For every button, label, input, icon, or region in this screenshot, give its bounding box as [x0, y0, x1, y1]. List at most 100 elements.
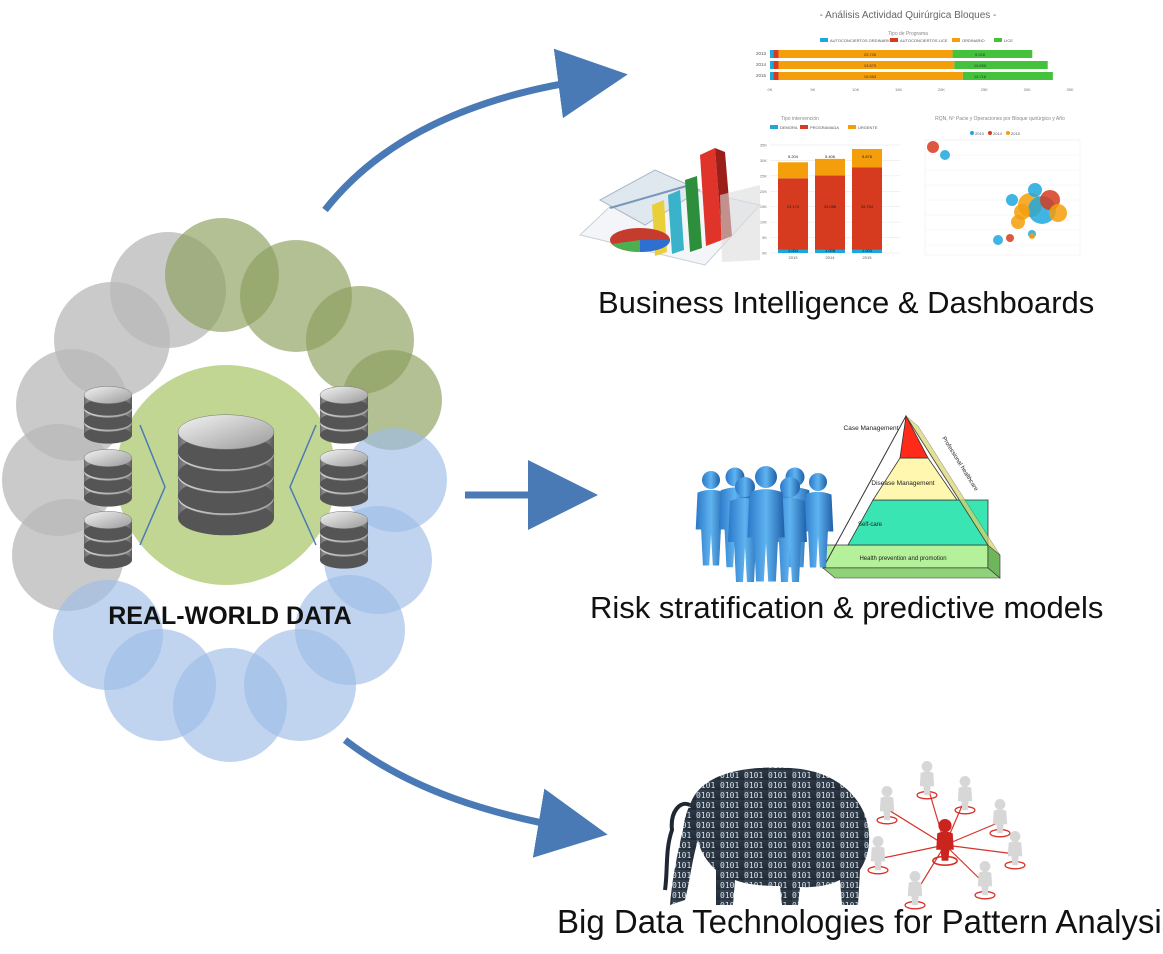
bar-value-label: 14.718	[974, 74, 987, 79]
chart-collage-icon	[578, 148, 761, 266]
bar-tick-label: 0K	[768, 87, 773, 92]
bar-tick-label: 20K	[938, 87, 945, 92]
legend-label: AUTOCONCIERTOS ORDINARIO	[830, 38, 891, 43]
column-segment	[778, 162, 808, 179]
bar-tick-label: 30K	[1024, 87, 1031, 92]
bar-segment	[778, 72, 963, 80]
elephant-icon	[663, 767, 870, 905]
column-tick-label: 15K	[760, 204, 767, 209]
column-segment	[852, 249, 882, 253]
column-tick-label: 20K	[760, 189, 767, 194]
person-node	[904, 871, 926, 910]
column-tick-label: 5K	[762, 235, 767, 240]
dashboard-thumbnail: - Análisis Actividad Quirúrgica Bloques …	[756, 10, 1081, 260]
person-node	[1004, 831, 1026, 870]
people-network-icon	[867, 761, 1026, 910]
arrow-to-bi	[322, 48, 628, 213]
column-tick-label: 10K	[760, 220, 767, 225]
column-segment	[778, 249, 808, 253]
bar-legend-title: Tipo de Programa	[888, 31, 928, 37]
legend-label: URGENTE	[858, 125, 878, 130]
column-value-label: 1.008	[825, 248, 836, 253]
column-value-label: 1.004	[788, 248, 799, 253]
bubble-mark	[1006, 194, 1018, 206]
bar-segment	[954, 61, 1048, 69]
column-segment	[852, 149, 882, 168]
bubble-mark	[1011, 215, 1025, 229]
bubble-legend-label: 2015	[1011, 131, 1021, 136]
person-node	[916, 761, 938, 800]
person-figure	[695, 471, 727, 566]
stacked-column-chart: 0K5K10K15K20K25K30K35K1.00423.1745.20420…	[760, 143, 900, 260]
person-node	[876, 786, 898, 825]
column-year-label: 2014	[826, 255, 836, 260]
person-node	[867, 836, 889, 875]
bubble-mark	[1006, 234, 1014, 242]
legend-swatch	[800, 125, 808, 129]
bubble-legend-dot	[970, 131, 974, 135]
bubble-mark	[1049, 204, 1067, 222]
hub-person	[932, 819, 958, 867]
bar-year-label: 2013	[756, 51, 767, 56]
bar-tick-label: 15K	[895, 87, 902, 92]
risk-pyramid-icon: Case Management Disease Management Self-…	[822, 414, 1001, 579]
column-value-label: 5.878	[862, 154, 873, 159]
bubble-mark	[993, 235, 1003, 245]
column-segment	[815, 175, 845, 250]
bubble-legend-dot	[988, 131, 992, 135]
bar-segment	[778, 50, 953, 58]
bar-legend: AUTOCONCIERTOS ORDINARIO AUTOCONCIERTOS L…	[820, 38, 1013, 43]
bar-value-label: 23.726	[864, 52, 877, 57]
cloud-ring	[2, 218, 447, 762]
database-icon	[177, 414, 275, 536]
database-icon	[83, 386, 133, 444]
bar-segment	[952, 50, 1033, 58]
real-world-data-label: REAL-WORLD DATA	[108, 602, 352, 630]
column-segment	[778, 178, 808, 250]
bar-tick-label: 5K	[810, 87, 815, 92]
column-tick-label: 35K	[760, 143, 767, 148]
legend-label: LICE	[1004, 38, 1013, 43]
bar-value-label: 9.228	[975, 52, 986, 57]
bar-value-label: 10.895	[974, 63, 987, 68]
bar-segment	[770, 72, 774, 80]
column-value-label: 26.754	[861, 204, 874, 209]
tier-disease-management: Disease Management	[871, 480, 934, 487]
bar-year-label: 2014	[756, 62, 767, 67]
connector-lines	[139, 424, 317, 546]
legend-swatch	[890, 38, 898, 42]
database-group	[83, 386, 369, 569]
database-icon	[319, 511, 369, 569]
tier-health-prevention: Health prevention and promotion	[859, 556, 946, 562]
column-year-label: 2015	[863, 255, 873, 260]
column-segment	[815, 158, 845, 176]
bar-segment	[770, 50, 774, 58]
bi-dashboards-caption: Business Intelligence & Dashboards	[598, 285, 1095, 320]
legend-swatch	[770, 125, 778, 129]
column-value-label: 5.204	[788, 154, 799, 159]
column-segment	[815, 249, 845, 253]
bar-segment	[773, 50, 779, 58]
bar-year-label: 2015	[756, 73, 767, 78]
person-node	[974, 861, 996, 900]
column-tick-label: 30K	[760, 158, 767, 163]
database-icon	[83, 449, 133, 507]
bar-segment	[770, 61, 774, 69]
legend-swatch	[952, 38, 960, 42]
column-value-label: 5.406	[825, 154, 836, 159]
column-value-label: 24.086	[824, 204, 837, 209]
bar-tick-label: 25K	[981, 87, 988, 92]
people-group-icon	[695, 466, 834, 582]
bubble-mark	[1029, 233, 1035, 239]
person-node	[954, 776, 976, 815]
column-value-label: 23.174	[787, 204, 800, 209]
database-icon	[319, 386, 369, 444]
bubble-mark	[927, 141, 939, 153]
bubble-legend-label: 2014	[993, 131, 1003, 136]
legend-label: AUTOCONCIERTOS LICE	[900, 38, 948, 43]
bubble-mark	[940, 150, 950, 160]
